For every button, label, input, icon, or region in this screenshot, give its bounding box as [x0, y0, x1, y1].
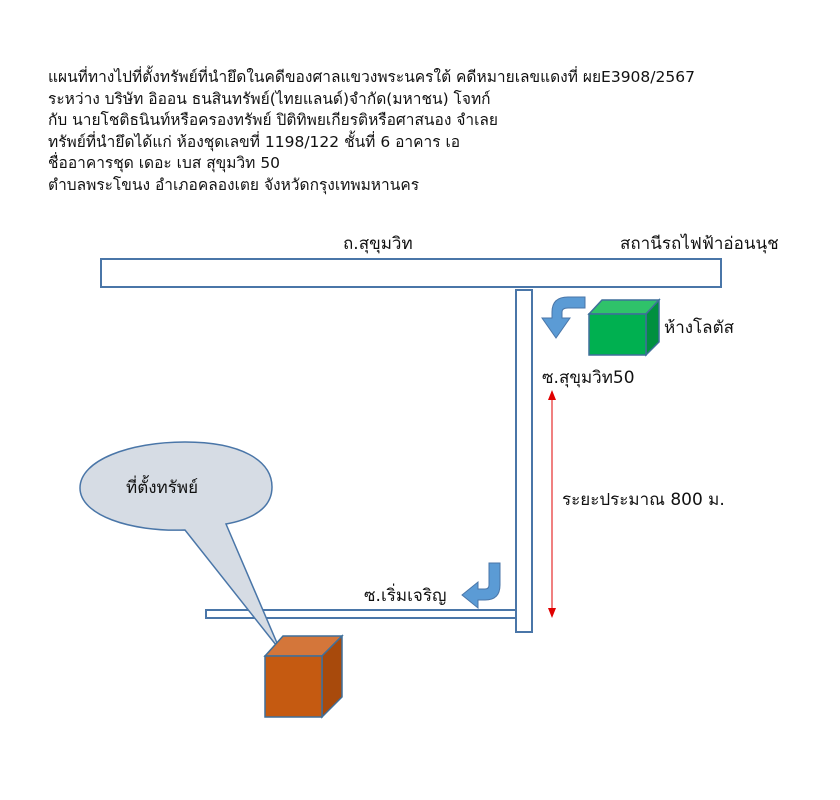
header-line-defendant: กับ นายโชติธนินท์หรือครองทรัพย์ ปิติทิพย…	[48, 111, 498, 129]
main-road-sukhumvit	[100, 258, 722, 288]
distance-arrow-icon	[548, 390, 556, 618]
turn-arrow-icon	[541, 296, 586, 339]
soi-branch-label: ซ.เริ่มเจริญ	[364, 586, 447, 606]
property-callout-bubble	[79, 441, 281, 651]
soi-roemcharoen-road	[205, 609, 517, 619]
bts-station-label: สถานีรถไฟฟ้าอ่อนนุช	[620, 234, 779, 254]
property-box-icon	[263, 634, 344, 719]
header-line-title: แผนที่ทางไปที่ตั้งทรัพย์ที่นำยึดในคดีของ…	[48, 68, 695, 86]
landmark-label: ห้างโลตัส	[664, 318, 735, 338]
soi-sukhumvit-50-road	[515, 289, 533, 633]
map-header: แผนที่ทางไปที่ตั้งทรัพย์ที่นำยึดในคดีของ…	[48, 67, 695, 196]
soi-main-label: ซ.สุขุมวิท50	[542, 368, 635, 388]
header-line-building: ชื่ออาคารชุด เดอะ เบส สุขุมวิท 50	[48, 154, 281, 172]
main-road-label: ถ.สุขุมวิท	[343, 234, 413, 254]
landmark-box-icon	[587, 298, 661, 357]
turn-left-arrow-icon	[461, 562, 501, 610]
header-line-location: ตำบลพระโขนง อำเภอคลองเตย จังหวัดกรุงเทพม…	[48, 175, 420, 194]
header-line-plaintiff: ระหว่าง บริษัท อิออน ธนสินทรัพย์(ไทยแลนด…	[48, 89, 491, 108]
property-callout-label: ที่ตั้งทรัพย์	[126, 478, 199, 498]
header-line-property: ทรัพย์ที่นำยึดได้แก่ ห้องชุดเลขที่ 1198/…	[48, 132, 461, 151]
distance-label: ระยะประมาณ 800 ม.	[562, 490, 725, 510]
